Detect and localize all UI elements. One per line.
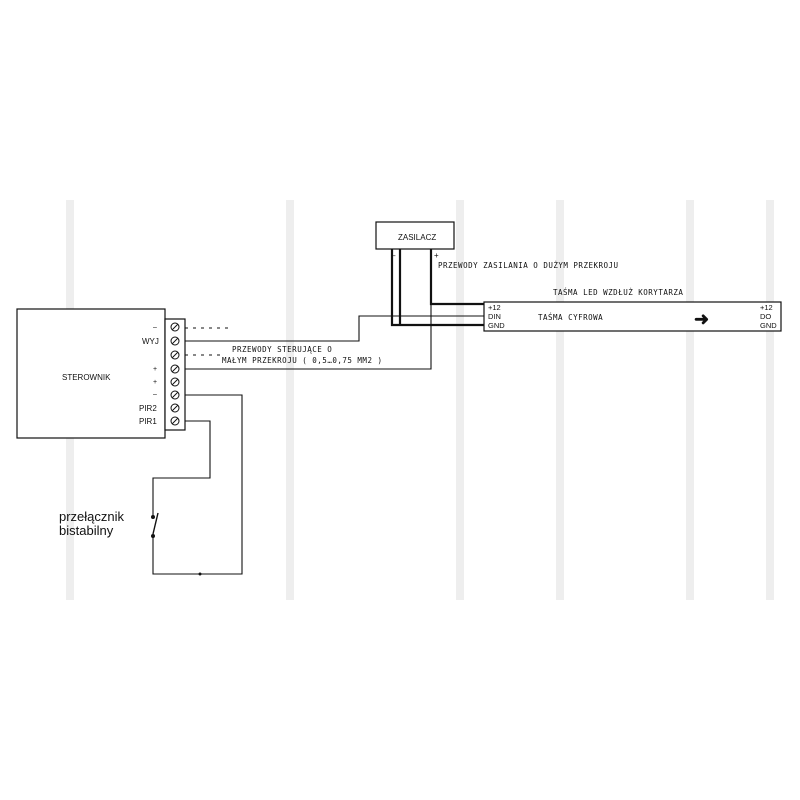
power-supply-plus-label: + — [434, 251, 439, 260]
led-pin-in-12v: +12 — [488, 303, 501, 312]
terminal-screw — [170, 416, 180, 426]
power-supply-box: ZASILACZ – + — [375, 221, 455, 260]
terminal-screw — [170, 403, 180, 413]
terminal-labels: – WYJ + + – PIR2 PIR1 — [139, 324, 159, 426]
terminal-screw — [170, 377, 180, 387]
led-pin-din: DIN — [488, 312, 501, 321]
terminal-screw — [170, 336, 180, 346]
power-supply-minus-label: – — [391, 251, 396, 260]
control-wires-note-line2: MAŁYM PRZEKROJU ( 0,5…0,75 MM2 ) — [222, 356, 383, 365]
led-pin-out-12v: +12 — [760, 303, 773, 312]
terminal-label-plus-1: + — [153, 366, 157, 373]
terminal-label-minus-1: – — [153, 324, 157, 331]
terminal-screw — [170, 390, 180, 400]
terminal-block — [164, 318, 186, 431]
terminal-label-wyj: WYJ — [142, 337, 159, 346]
terminal-screw — [170, 364, 180, 374]
terminal-screw — [170, 322, 180, 332]
terminal-label-pir1: PIR1 — [139, 417, 157, 426]
controller-title: STEROWNIK — [62, 373, 111, 382]
direction-arrow-icon: ➜ — [694, 309, 709, 329]
power-wires-note: PRZEWODY ZASILANIA O DUŻYM PRZEKROJU — [438, 261, 619, 270]
control-wires — [185, 304, 484, 370]
led-pin-in-gnd: GND — [488, 321, 505, 330]
switch-wiring — [151, 394, 243, 576]
power-supply-title: ZASILACZ — [398, 233, 436, 242]
led-pin-do: DO — [760, 312, 771, 321]
switch-label-line2: bistabilny — [59, 523, 114, 538]
switch-label-line1: przełącznik — [59, 509, 125, 524]
led-pin-out-gnd: GND — [760, 321, 777, 330]
terminal-label-minus-2: – — [153, 391, 157, 398]
led-strip-title: TAŚMA LED WZDŁUŻ KORYTARZA — [553, 288, 683, 297]
terminal-screw — [170, 350, 180, 360]
control-wires-note-line1: PRZEWODY STERUJĄCE O — [232, 345, 332, 354]
led-strip: TAŚMA LED WZDŁUŻ KORYTARZA +12 DIN GND T… — [483, 288, 782, 332]
controller-box: STEROWNIK — [16, 308, 166, 439]
background-stripes — [66, 200, 774, 600]
led-strip-label: TAŚMA CYFROWA — [538, 313, 603, 322]
terminal-label-plus-2: + — [153, 379, 157, 386]
terminal-label-pir2: PIR2 — [139, 404, 157, 413]
